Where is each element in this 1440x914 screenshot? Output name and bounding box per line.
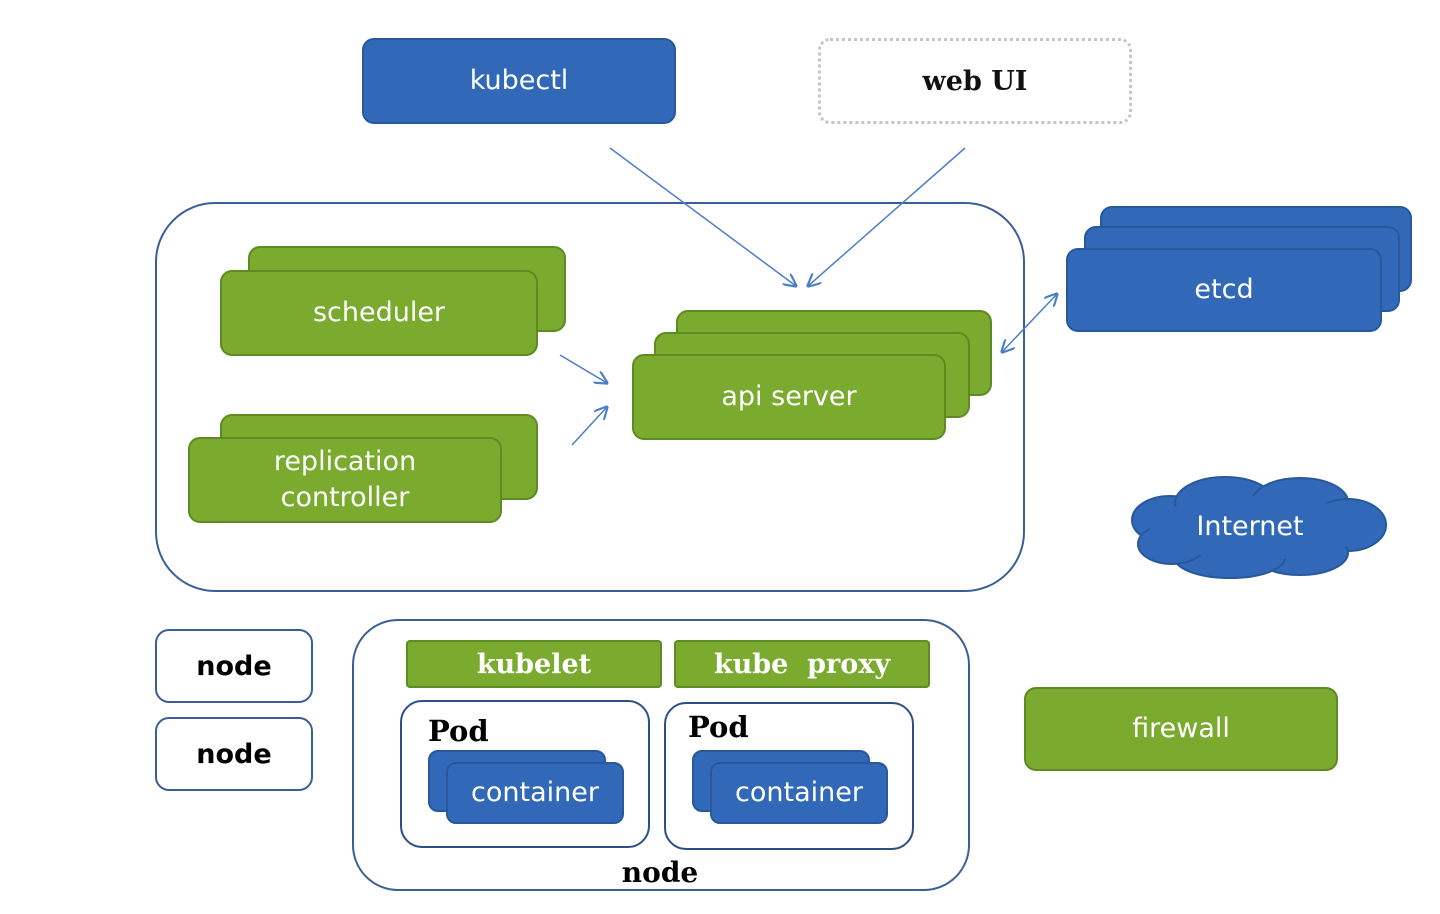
kube-proxy-label: kube proxy	[713, 648, 891, 680]
container-box-2: container	[710, 762, 888, 824]
node-box-1: node	[155, 629, 313, 703]
pod-title-1-text: Pod	[428, 714, 489, 748]
firewall-box: firewall	[1024, 687, 1338, 771]
replication-controller-label-line-1: replication	[273, 445, 417, 477]
etcd-box: etcd	[1066, 248, 1382, 332]
internet-label: Internet	[1150, 505, 1350, 549]
kube-proxy-box: kube proxy	[674, 640, 930, 688]
pod-title-2-text: Pod	[688, 710, 749, 744]
replication-controller-box: replication controller	[188, 437, 502, 523]
kubelet-label: kubelet	[476, 648, 592, 680]
scheduler-label: scheduler	[312, 296, 446, 328]
kubectl-label: kubectl	[469, 64, 569, 96]
worker-node-label-text: node	[621, 855, 699, 889]
web-ui-label: web UI	[922, 65, 1028, 97]
firewall-label: firewall	[1132, 712, 1230, 744]
node-label-1: node	[196, 650, 272, 682]
api-server-label: api server	[721, 380, 857, 412]
pod-title-2: Pod	[688, 710, 749, 744]
pod-title-1: Pod	[428, 714, 489, 748]
container-label-1: container	[471, 776, 599, 808]
master-panel	[155, 202, 1025, 592]
container-box-1: container	[446, 762, 624, 824]
node-box-2: node	[155, 717, 313, 791]
worker-node-label: node	[560, 852, 760, 892]
scheduler-box: scheduler	[220, 270, 538, 356]
kubelet-box: kubelet	[406, 640, 662, 688]
api-server-box: api server	[632, 354, 946, 440]
internet-text: Internet	[1196, 510, 1304, 542]
container-label-2: container	[735, 776, 863, 808]
web-ui-box: web UI	[818, 38, 1132, 124]
worker-node-panel	[352, 619, 970, 891]
etcd-label: etcd	[1194, 273, 1254, 305]
replication-controller-label-line-2: controller	[280, 482, 410, 513]
node-label-2: node	[196, 738, 272, 770]
kubectl-box: kubectl	[362, 38, 676, 124]
